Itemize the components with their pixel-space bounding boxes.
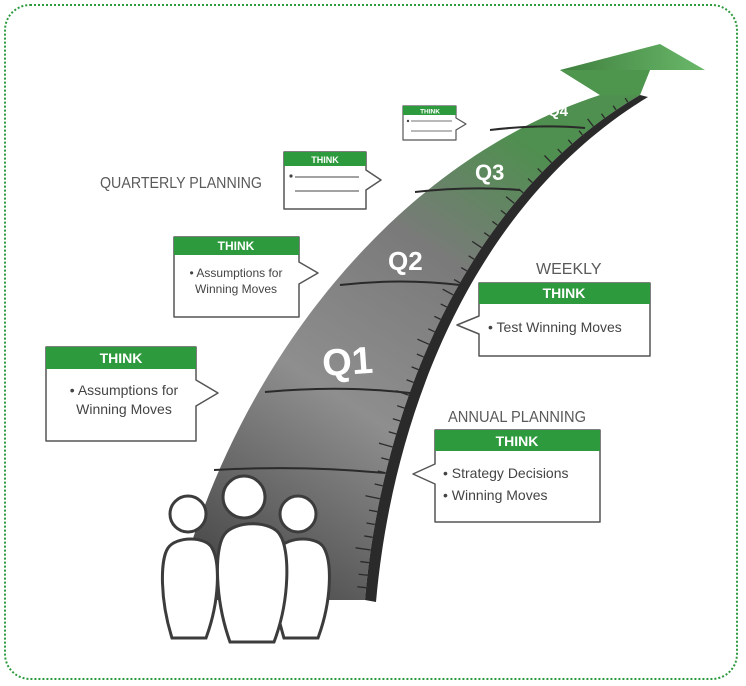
ruler-tick <box>392 418 401 422</box>
person-left-head <box>168 494 208 534</box>
person-center-head <box>221 474 267 520</box>
ruler-tick <box>567 139 573 145</box>
ruler-tick <box>468 255 475 260</box>
ruler-tick <box>527 178 533 184</box>
ruler-tick <box>471 240 482 249</box>
think-bubble-q4: THINK <box>402 105 467 141</box>
ruler-tick <box>440 303 448 308</box>
ruler-tick <box>537 168 543 174</box>
ruler-tick <box>381 457 390 461</box>
people-group-icon <box>160 474 331 644</box>
ruler-tick <box>612 105 617 111</box>
bubble-line: Winning Moves <box>195 282 277 296</box>
bubble-line: • Assumptions for <box>70 382 179 398</box>
ruler-tick <box>406 379 414 383</box>
ruler-tick <box>378 442 393 448</box>
road-body <box>175 95 640 600</box>
ruler-tick <box>442 288 454 296</box>
ruler-tick <box>505 196 515 204</box>
ruler-tick <box>358 573 368 576</box>
road-arrow-icon <box>175 44 705 602</box>
quarter-label-q2: Q2 <box>388 246 423 276</box>
ruler-tick <box>587 118 594 127</box>
ruler-tick <box>492 220 498 226</box>
q-divider-5 <box>489 125 586 131</box>
ruler-tick <box>453 278 461 284</box>
ruler-tick <box>460 267 468 272</box>
think-bubble-q3: THINK <box>283 151 382 210</box>
ruler-tick <box>483 232 490 237</box>
quarter-label-q1: Q1 <box>321 340 375 385</box>
quarter-label-q3: Q3 <box>475 160 504 185</box>
person-left-body <box>160 537 219 640</box>
label-quarterly-planning: QUARTERLY PLANNING <box>100 175 262 192</box>
label-annual-planning: ANNUAL PLANNING <box>448 409 586 426</box>
think-bubble-q1: THINK • Assumptions for Winning Moves <box>45 346 219 442</box>
bubble-title: THINK <box>311 155 339 165</box>
think-bubble-q2: THINK • Assumptions for Winning Moves <box>173 236 319 318</box>
bubble-line: • Strategy Decisions <box>443 465 569 481</box>
ruler-tick <box>368 509 378 513</box>
bubble-line: Winning Moves <box>76 401 172 417</box>
ruler-tick <box>543 155 552 164</box>
ruler-tick <box>624 97 629 103</box>
ruler-tick <box>557 148 563 154</box>
ruler-tick <box>357 586 367 589</box>
bubble-title: THINK <box>496 433 539 449</box>
ruler-tick <box>600 113 606 119</box>
person-center-body <box>215 522 289 644</box>
ruler-tick <box>365 495 380 500</box>
ruler-tick <box>411 366 419 371</box>
ruler-tick <box>374 483 383 487</box>
ruler-tick <box>428 328 435 333</box>
ruler-tick <box>366 522 375 526</box>
bubble-title: THINK <box>100 350 143 366</box>
ruler-tick <box>360 560 370 564</box>
ruler-tick <box>364 535 373 538</box>
ruler-tick <box>500 209 507 215</box>
ruler-tick <box>417 338 430 345</box>
bubble-line: • Assumptions for <box>190 266 283 280</box>
label-weekly: WEEKLY <box>536 261 602 278</box>
dotted-frame <box>4 4 738 680</box>
ruler-tick <box>416 353 424 358</box>
bubble-line: • Test Winning Moves <box>488 319 622 335</box>
ruler-tick <box>396 405 405 409</box>
q-divider-1 <box>213 467 386 474</box>
think-bubble-annual: THINK • Strategy Decisions • Winning Mov… <box>412 429 601 523</box>
person-right-head <box>278 494 318 534</box>
bubble-title: THINK <box>543 285 586 301</box>
bubble-line: • Winning Moves <box>443 487 548 503</box>
ruler-tick <box>434 315 441 320</box>
quarter-label-q4: Q4 <box>548 103 569 120</box>
ruler-tick <box>578 130 583 136</box>
road-arrow-shaft <box>560 70 650 95</box>
bubble-title: THINK <box>218 239 255 253</box>
ruler-tick <box>388 431 397 435</box>
q-divider-3 <box>339 280 461 286</box>
ruler-tick <box>355 547 371 551</box>
bubble-title: THINK <box>420 109 440 116</box>
q-divider-4 <box>414 187 521 193</box>
q-divider-2 <box>264 387 411 394</box>
think-bubble-weekly: THINK • Test Winning Moves <box>456 282 651 357</box>
